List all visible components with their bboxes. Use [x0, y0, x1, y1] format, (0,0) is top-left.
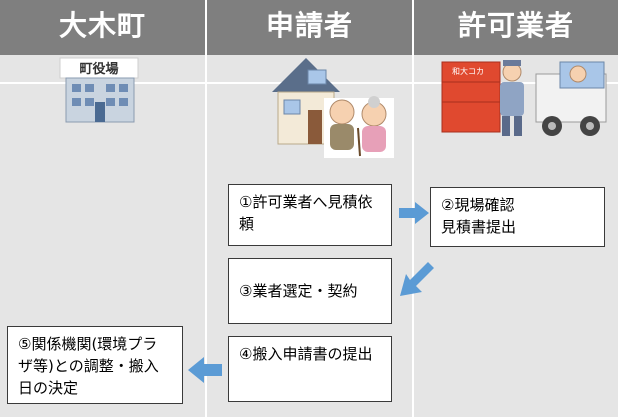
- step-1-box: ①許可業者へ見積依頼: [228, 184, 392, 246]
- town-hall-sign-text: 町役場: [79, 61, 118, 77]
- header-bar: [0, 0, 618, 55]
- truck-sign-text: 和大コカ: [452, 66, 484, 76]
- column-title-contractor: 許可業者: [457, 9, 574, 42]
- step-3-box: ③業者選定・契約: [228, 258, 392, 324]
- step-4-box: ④搬入申請書の提出: [228, 336, 392, 402]
- step-2-box: ②現場確認 見積書提出: [430, 187, 605, 247]
- town-hall-illustration: 町役場: [59, 57, 139, 123]
- step-2-label: ②現場確認 見積書提出: [441, 196, 517, 236]
- step-5-box: ⑤関係機関(環境プラザ等)との調整・搬入日の決定: [7, 326, 183, 404]
- arrow-step1-to-step2: [399, 202, 429, 224]
- arrow-step4-to-step5: [188, 357, 222, 383]
- truck-worker-illustration: 和大コカ: [441, 60, 607, 136]
- column-title-town: 大木町: [58, 9, 146, 42]
- arrow-step2-to-step3: [400, 262, 434, 296]
- column-divider: [205, 0, 207, 417]
- column-title-applicant: 申請者: [265, 9, 353, 42]
- house-couple-illustration: [272, 58, 394, 158]
